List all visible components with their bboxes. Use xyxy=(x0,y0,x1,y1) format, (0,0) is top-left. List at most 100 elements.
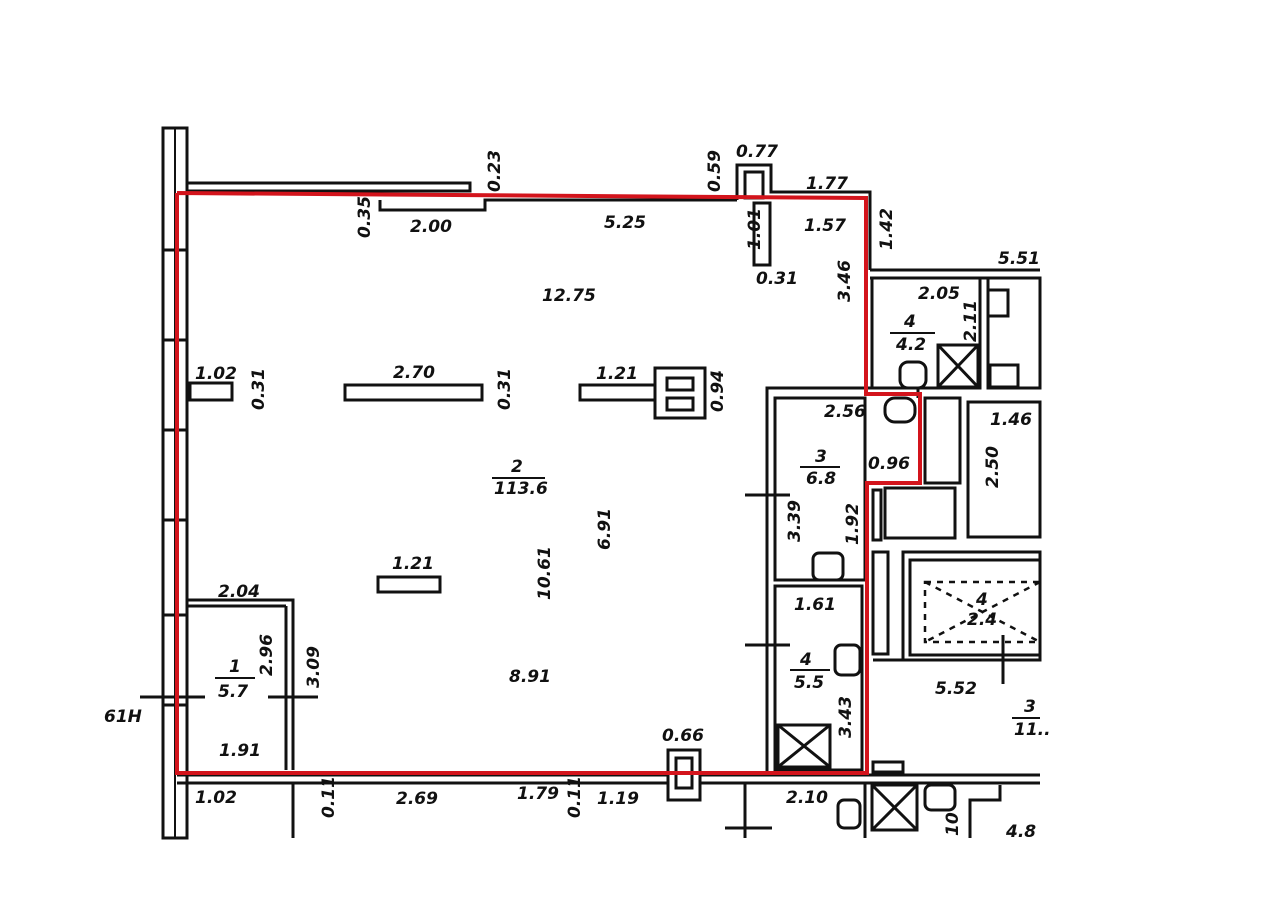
wall-segment xyxy=(578,383,657,402)
dimension-label: 0.94 xyxy=(708,370,728,412)
dimension-label: 0.31 xyxy=(495,368,515,410)
dimension-label: 1.01 xyxy=(745,208,765,250)
wall-segment xyxy=(986,288,1010,318)
dimension-label: 3 xyxy=(1024,697,1036,717)
dimension-label: 11.. xyxy=(1014,720,1051,740)
wall-segment xyxy=(968,785,1002,838)
dimension-label: 4 xyxy=(799,650,812,670)
room-1-label: 15.7 xyxy=(215,657,255,702)
wall-segment xyxy=(833,643,862,677)
dimension-label: 3.09 xyxy=(304,646,324,688)
dimension-label: 2.96 xyxy=(257,634,277,676)
wall-segment xyxy=(378,198,737,212)
dimension-label: 5.52 xyxy=(935,679,977,699)
wall-segment xyxy=(665,396,695,412)
dimension-label: 3.39 xyxy=(785,500,805,542)
wall-segment xyxy=(908,558,1042,657)
dimension-label: 1.61 xyxy=(794,595,836,615)
dimension-label: 5.5 xyxy=(794,673,824,693)
wall-segment xyxy=(936,343,980,389)
dimension-label: 2.50 xyxy=(983,446,1003,488)
wall-segment xyxy=(966,400,1042,539)
wall-segment xyxy=(752,201,772,267)
dimension-label: 1.92 xyxy=(843,503,863,545)
room-3-label: 36.8 xyxy=(800,447,840,489)
room-4-elevator-label: 42.4 xyxy=(967,590,997,630)
dimension-label: 2 xyxy=(511,457,523,477)
wall-segment xyxy=(836,798,862,830)
dimension-label: 1.21 xyxy=(596,364,638,384)
wall-segment xyxy=(988,363,1020,389)
dimension-label: 0.96 xyxy=(868,454,910,474)
dimension-label: 1.02 xyxy=(195,788,237,808)
dimension-label: 8.91 xyxy=(509,667,551,687)
dimension-label: 113.6 xyxy=(494,479,548,499)
dimension-label: 2.10 xyxy=(786,788,828,808)
dimension-label: 4 xyxy=(903,312,916,332)
dimension-label: 4.2 xyxy=(895,335,926,355)
wall-segment xyxy=(883,396,917,424)
dimension-label: 0.31 xyxy=(249,368,269,410)
wall-segment xyxy=(871,488,883,542)
wall-segment xyxy=(936,343,980,389)
dimension-label: 10 xyxy=(943,812,963,836)
dimension-label: 2.11 xyxy=(961,300,981,342)
wall-segment xyxy=(883,486,957,540)
wall-segment xyxy=(986,276,1042,390)
wall-segment xyxy=(870,783,919,832)
wall-segment xyxy=(871,760,905,774)
elevator-shaft-mark xyxy=(924,580,1041,644)
wall-segment xyxy=(811,551,845,582)
dimension-label: 0.11 xyxy=(565,776,585,818)
dimension-label: 1.91 xyxy=(219,741,261,761)
dimension-label: 3.46 xyxy=(835,260,855,302)
wall-segment xyxy=(743,170,765,200)
wall-segment xyxy=(376,575,442,594)
dimension-label: 2.56 xyxy=(824,402,866,422)
dimension-label: 0.23 xyxy=(485,150,505,192)
dimension-label: 2.4 xyxy=(967,610,997,630)
room-4-small-bath-label: 44.2 xyxy=(890,312,935,355)
dimension-label: 0.59 xyxy=(705,150,725,192)
room-3-neighbor-label: 3 11.. xyxy=(1012,697,1051,740)
dimension-label: 4 xyxy=(975,590,988,610)
dimension-label: 4.8 xyxy=(1005,822,1036,842)
wall-segment xyxy=(923,783,957,812)
wall-segment xyxy=(898,360,928,390)
elevator-shaft-mark xyxy=(923,580,1042,644)
dimension-label: 5.25 xyxy=(604,213,646,233)
dimension-label: 0.11 xyxy=(319,776,339,818)
dimension-label: 1.57 xyxy=(804,216,846,236)
dimension-labels: 0.23 0.35 2.00 5.25 0.59 0.77 1.77 1.01 … xyxy=(195,142,1040,842)
wall-segment xyxy=(777,723,831,769)
dimension-label: 1.79 xyxy=(517,784,559,804)
dimension-label: 1.77 xyxy=(806,174,848,194)
dimension-label: 1.46 xyxy=(990,410,1032,430)
dimension-label: 10.61 xyxy=(535,546,555,600)
dimension-label: 0.77 xyxy=(736,142,778,162)
wall-segment xyxy=(188,381,234,402)
dimension-label: 0.66 xyxy=(662,726,704,746)
wall-segment xyxy=(735,163,872,270)
dimension-label: 1.02 xyxy=(195,364,237,384)
dimension-label: 6.8 xyxy=(806,469,836,489)
dimension-label: 1.19 xyxy=(597,789,639,809)
dimension-label: 3 xyxy=(815,447,827,467)
wall-segment xyxy=(870,783,919,832)
dimension-label: 3.43 xyxy=(836,696,856,738)
dimension-label: 1.42 xyxy=(877,208,897,250)
axis-label: 61H xyxy=(104,707,142,727)
wall-segment xyxy=(870,276,982,390)
wall-segment xyxy=(343,383,484,402)
dimension-label: 2.70 xyxy=(393,363,435,383)
dimension-label: 5.51 xyxy=(998,249,1040,269)
wall-segment xyxy=(773,584,864,772)
dimension-label: 1.21 xyxy=(392,554,434,574)
wall-segment xyxy=(665,376,695,392)
wall-segment xyxy=(187,598,295,770)
dimension-label: 1 xyxy=(229,657,241,677)
wall-segment xyxy=(185,181,472,193)
dimension-label: 6.91 xyxy=(595,508,615,550)
